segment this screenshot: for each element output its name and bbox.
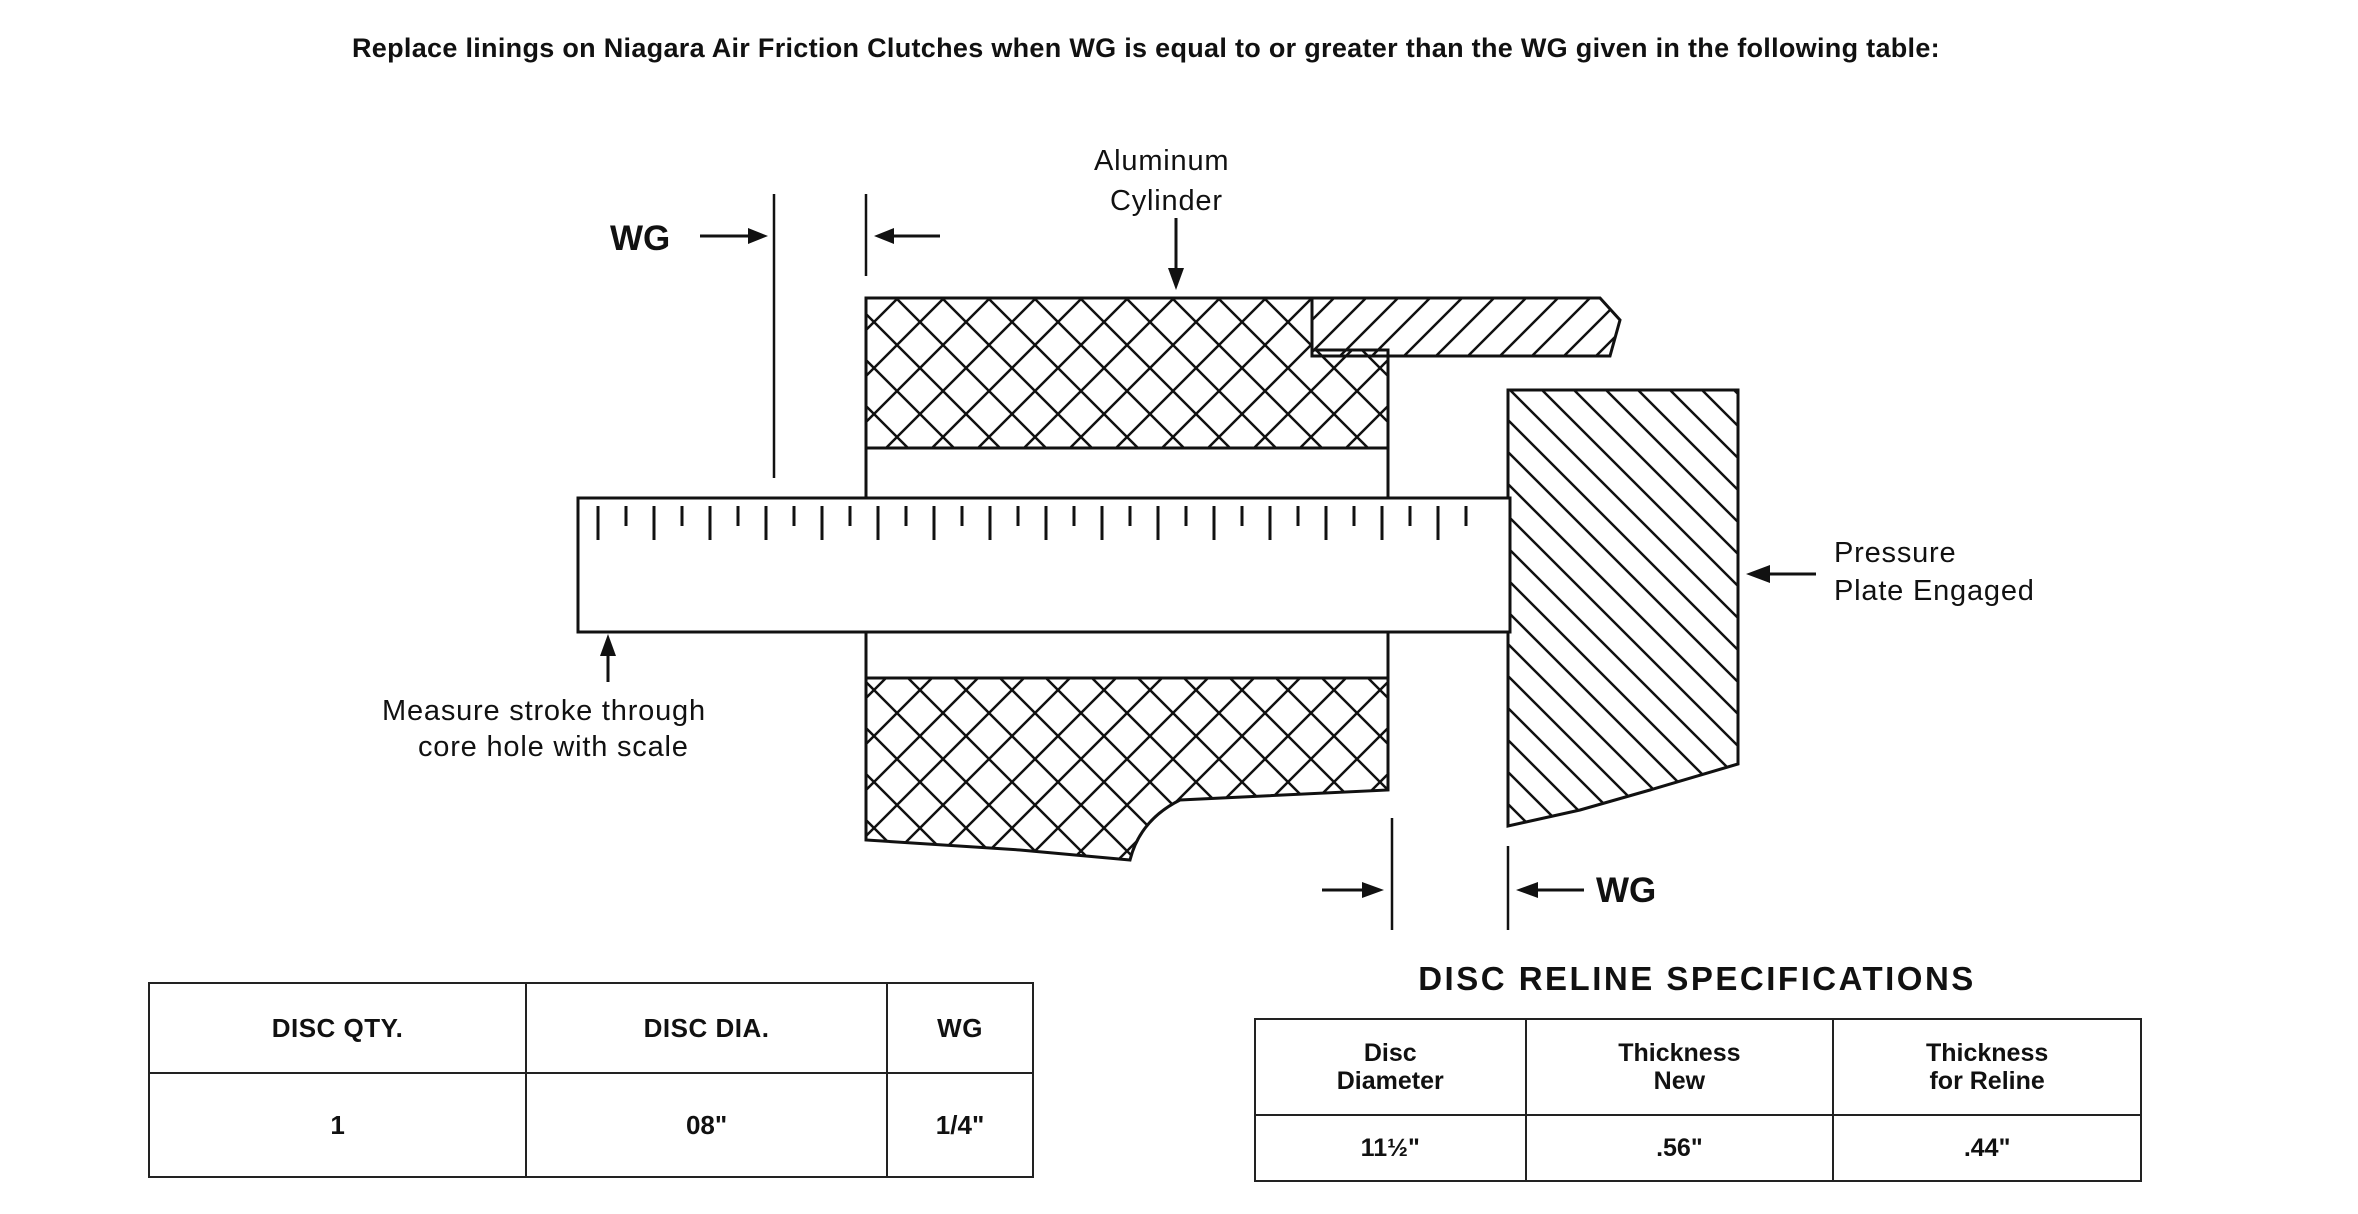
reline-header-line: Disc [1363,1039,1417,1067]
thickness-new-cell: .56" [1524,1114,1835,1182]
lower-cylinder-wall [864,676,1390,862]
cylinder-label-line1: Aluminum [1094,145,1229,177]
wg-table-header: DISC DIA. [525,982,889,1074]
wg-top-arrow-out [874,228,940,244]
scale-ticks [596,506,1468,540]
thickness-reline-cell: .44" [1832,1114,2142,1182]
reline-header-line: for Reline [1929,1067,2045,1095]
wg-bottom-label: WG [1596,871,1656,910]
pressure-arrow [1746,565,1816,583]
disc-diameter-cell: 11½" [1254,1114,1527,1182]
reline-header-line: Thickness [1618,1039,1741,1067]
cylinder-arrow [1168,218,1184,290]
table-row: 11½" .56" .44" [1254,1114,2142,1182]
measure-label-line1: Measure stroke through [382,695,706,727]
wg-bottom-arrow-out [1516,882,1584,898]
cylinder-cap [1310,296,1622,358]
disc-dia-cell: 08" [525,1072,889,1178]
reline-header: Thickness for Reline [1832,1018,2142,1116]
reline-header-line: New [1653,1067,1706,1095]
wg-top-label: WG [610,219,670,258]
wg-cell: 1/4" [886,1072,1034,1178]
wg-table: DISC QTY. DISC DIA. WG 1 08" 1/4" [147,982,1034,1178]
wg-table-header: DISC QTY. [147,982,528,1074]
cylinder-label-line2: Cylinder [1110,185,1223,217]
upper-cylinder-wall [864,296,1390,450]
reline-table-title: DISC RELINE SPECIFICATIONS [1418,960,1976,997]
pressure-label-line1: Pressure [1834,537,1956,569]
clutch-wear-diagram: WG Aluminum Cylinder Pressure Plate Enga… [382,145,2035,930]
reline-header-line: Thickness [1925,1039,2049,1067]
pressure-label-line2: Plate Engaged [1834,575,2035,607]
pressure-plate [1506,388,1740,828]
wg-bottom-arrow-in [1322,882,1384,898]
measure-arrow [600,634,616,682]
measuring-scale [576,496,1512,634]
reline-table: Disc Diameter Thickness New Thickness fo… [1254,1018,2142,1182]
table-row: 1 08" 1/4" [147,1072,1034,1178]
reline-header: Disc Diameter [1254,1018,1527,1116]
reline-header: Thickness New [1524,1018,1835,1116]
upper-bore [864,446,1390,500]
measure-label-line2: core hole with scale [418,731,689,763]
wg-top-arrow-in [700,228,768,244]
wg-table-header: WG [886,982,1034,1074]
lower-bore [864,630,1390,680]
reline-header-line: Diameter [1336,1067,1444,1095]
intro-text: Replace linings on Niagara Air Friction … [352,33,1940,63]
disc-qty-cell: 1 [147,1072,528,1178]
